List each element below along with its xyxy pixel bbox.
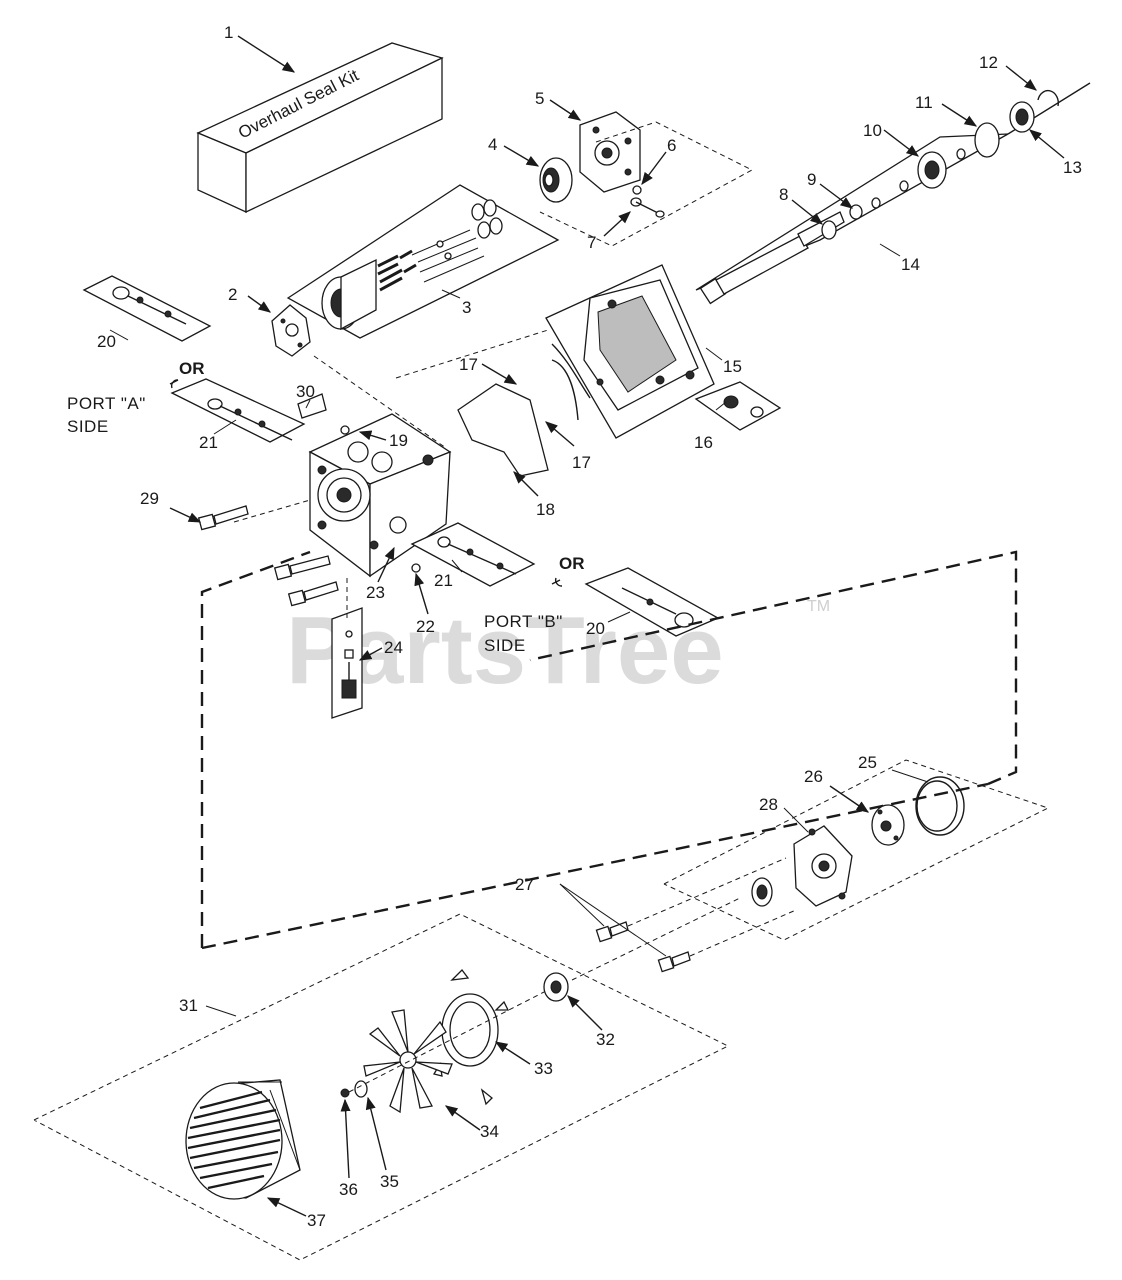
charge-pump-26	[871, 804, 905, 846]
bolt-lower-1	[273, 555, 331, 581]
callout-8: 8	[779, 185, 788, 204]
washer-32	[543, 972, 569, 1002]
callout-10: 10	[863, 121, 882, 140]
dashed-boundary	[200, 550, 311, 948]
o-ring-25	[915, 776, 965, 836]
callout-29: 29	[140, 489, 159, 508]
callout-34: 34	[480, 1122, 499, 1141]
fan-34	[363, 1009, 453, 1114]
callout-36: 36	[339, 1180, 358, 1199]
callout-17-lower: 17	[572, 453, 591, 472]
callout-numbers: 1 2 3 4 5 6 7 8 9 10 11 12 13 14 15 16 1…	[97, 23, 1082, 1230]
callout-17-upper: 17	[459, 355, 478, 374]
or-curve-left	[170, 379, 179, 389]
callout-3: 3	[462, 298, 471, 317]
callout-12: 12	[979, 53, 998, 72]
callout-13: 13	[1063, 158, 1082, 177]
screw-27a	[595, 921, 629, 943]
washer-35	[354, 1080, 368, 1098]
fan-hub-33	[432, 969, 510, 1106]
callout-7: 7	[587, 233, 596, 252]
seal-kit-16	[694, 381, 782, 431]
callout-35: 35	[380, 1172, 399, 1191]
ball-6	[632, 185, 642, 195]
bearing-4	[539, 157, 573, 203]
callout-21-left: 21	[199, 433, 218, 452]
center-section	[308, 413, 452, 578]
gasket	[457, 383, 549, 477]
fan-cover-37	[185, 1079, 301, 1200]
callout-28: 28	[759, 795, 778, 814]
callout-11: 11	[915, 93, 933, 112]
callout-20-left: 20	[97, 332, 116, 351]
check-valve-kit-21a	[170, 378, 306, 443]
screw-27b	[657, 951, 691, 973]
callout-18: 18	[536, 500, 555, 519]
callout-6: 6	[667, 136, 676, 155]
nut-36	[340, 1088, 350, 1098]
callout-31: 31	[179, 996, 198, 1015]
callout-5: 5	[535, 89, 544, 108]
pump-cover-28	[793, 825, 853, 907]
input-shaft-kit	[695, 82, 1091, 305]
bypass-kit-24	[331, 607, 363, 719]
seal-kit-box: Overhaul Seal Kit	[196, 42, 444, 214]
valve-plate	[271, 304, 311, 357]
callout-33: 33	[534, 1059, 553, 1078]
callout-19: 19	[389, 431, 408, 450]
callout-16: 16	[694, 433, 713, 452]
callout-2: 2	[228, 285, 237, 304]
callout-26: 26	[804, 767, 823, 786]
callout-30: 30	[296, 382, 315, 401]
callout-9: 9	[807, 170, 816, 189]
or-label-right: OR	[559, 554, 585, 573]
callout-15: 15	[723, 357, 742, 376]
plug-22	[411, 563, 421, 573]
port-a-line2: SIDE	[67, 417, 109, 436]
leader-lines	[109, 35, 1065, 1217]
callout-24: 24	[384, 638, 403, 657]
callout-32: 32	[596, 1030, 615, 1049]
bolt-29	[197, 505, 249, 531]
or-label-left: OR	[179, 359, 205, 378]
check-valve-kit-21b	[410, 522, 536, 587]
trademark: TM	[807, 598, 830, 615]
callout-4: 4	[488, 135, 497, 154]
bearing-lower	[751, 877, 773, 907]
piston-kit	[286, 184, 560, 339]
or-curve-right	[554, 577, 563, 587]
callout-27: 27	[515, 875, 534, 894]
port-a-line1: PORT "A"	[67, 394, 146, 413]
bolt-lower-2	[287, 581, 339, 607]
plug-30	[297, 393, 327, 419]
pin-7	[630, 197, 665, 218]
callout-1: 1	[224, 23, 233, 42]
callout-25: 25	[858, 753, 877, 772]
retaining-ring-11	[974, 122, 1000, 158]
callout-21-right: 21	[434, 571, 453, 590]
callout-22: 22	[416, 617, 435, 636]
port-b-line2: SIDE	[484, 636, 526, 655]
check-valve-kit-20a	[82, 275, 212, 342]
callout-14: 14	[901, 255, 920, 274]
snap-ring-12	[1037, 89, 1060, 107]
seal-13	[1009, 101, 1035, 133]
callout-37: 37	[307, 1211, 326, 1230]
housing	[545, 264, 715, 439]
port-b-line1: PORT "B"	[484, 612, 563, 631]
callout-23: 23	[366, 583, 385, 602]
cover-block	[579, 111, 641, 193]
callout-20-right: 20	[586, 619, 605, 638]
